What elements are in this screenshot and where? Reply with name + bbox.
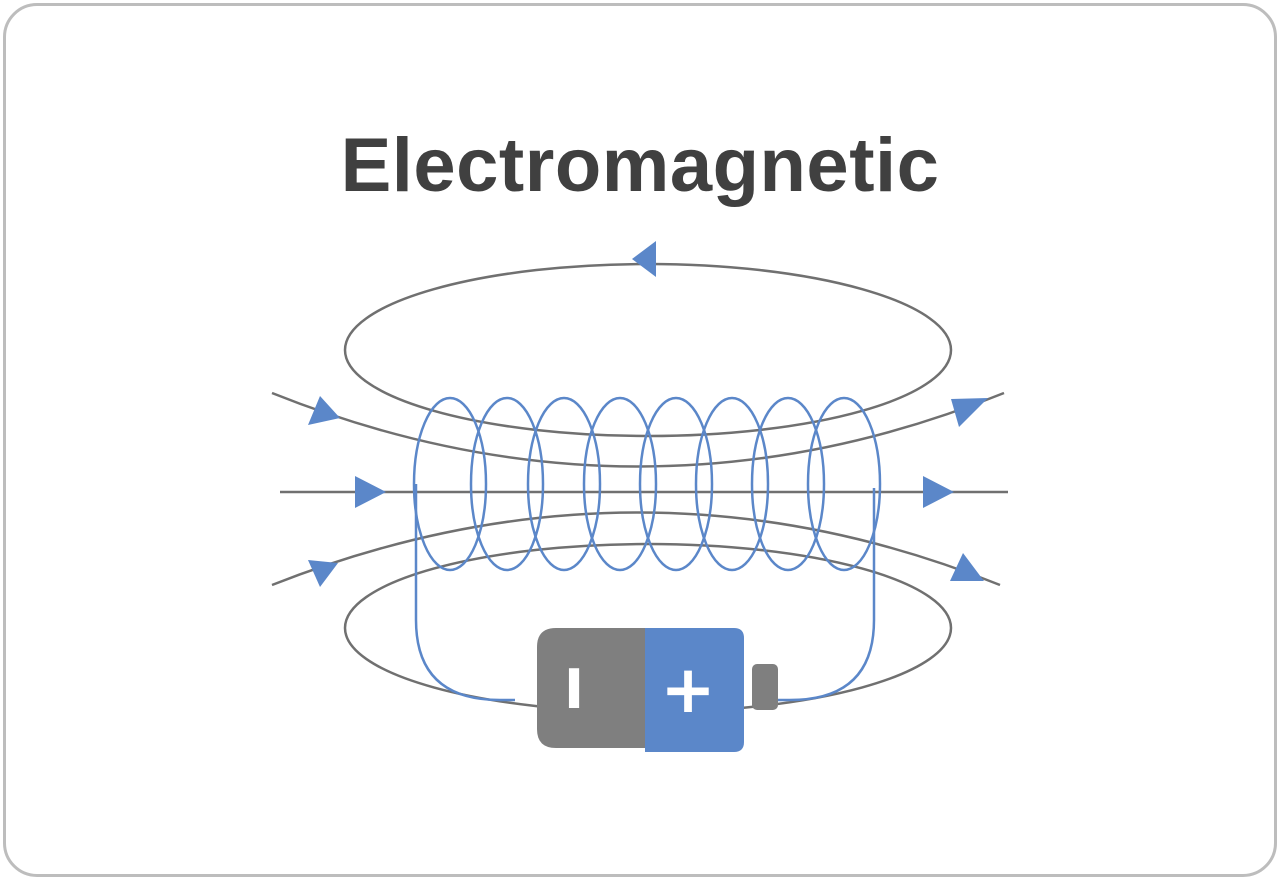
field-direction-arrow-icon [308, 560, 338, 587]
lower-field-line [271, 511, 1001, 587]
solenoid-coil-icon [412, 396, 882, 702]
coil-turn [412, 396, 488, 572]
field-direction-arrow-icon [923, 476, 954, 508]
coil-turn [582, 396, 658, 572]
coil-turn [526, 396, 602, 572]
diagram-title: Electromagnetic [340, 123, 940, 208]
coil-right-lead [778, 488, 876, 702]
field-direction-arrow-icon [632, 241, 656, 277]
top-field-loop [343, 262, 953, 438]
field-direction-arrow-icon [951, 398, 988, 427]
battery-terminal [752, 664, 778, 710]
battery-negative-half [537, 628, 645, 748]
coil-turn [750, 396, 826, 572]
coil-turn [806, 396, 882, 572]
coil-turn [638, 396, 714, 572]
field-direction-arrow-icon [950, 553, 984, 581]
battery-positive-symbol: + [660, 651, 715, 728]
upper-field-line [271, 391, 1005, 468]
coil-turn [694, 396, 770, 572]
field-direction-arrow-icon [355, 476, 386, 508]
field-direction-arrow-icon [308, 396, 340, 425]
coil-turn [469, 396, 545, 572]
coil-left-lead [414, 484, 515, 702]
battery-icon: I + [537, 628, 778, 752]
battery-positive-half [645, 628, 744, 752]
battery-negative-symbol: I [564, 658, 584, 721]
field-direction-arrows [308, 241, 988, 587]
